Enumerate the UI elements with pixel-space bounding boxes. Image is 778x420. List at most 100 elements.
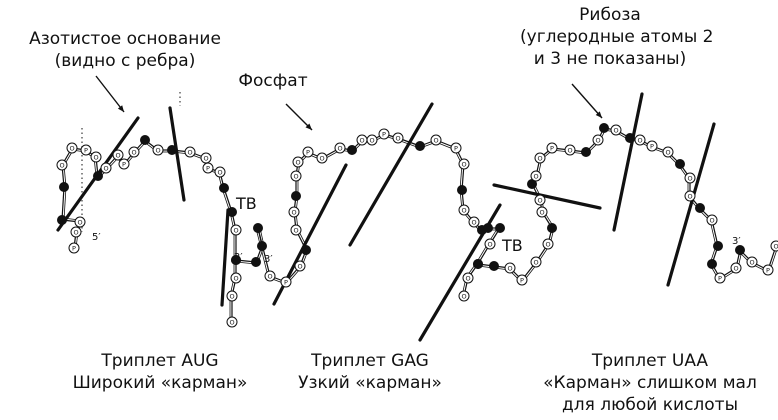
oxygen-glyph: O <box>537 197 542 205</box>
oxygen-glyph: O <box>595 137 600 145</box>
phosphate-glyph: P <box>718 275 722 283</box>
oxygen-glyph: O <box>291 209 296 217</box>
oxygen-glyph: O <box>233 275 238 283</box>
carbon-atom <box>251 257 261 267</box>
base-bar <box>220 208 230 307</box>
carbon-atom <box>489 261 499 271</box>
carbon-atom <box>57 215 67 225</box>
oxygen-atom <box>458 158 470 170</box>
oxygen-glyph: O <box>319 155 324 163</box>
oxygen-glyph: O <box>465 275 470 283</box>
carbon-atom <box>415 141 425 151</box>
carbon-atom <box>59 182 69 192</box>
phosphate-glyph: P <box>284 279 288 287</box>
oxygen-glyph: O <box>295 159 300 167</box>
oxygen-atom <box>770 240 778 252</box>
oxygen-glyph: O <box>539 209 544 217</box>
oxygen-glyph: O <box>229 319 234 327</box>
oxygen-atom <box>684 172 696 184</box>
carbon-atom <box>707 259 717 269</box>
carbon-atom <box>527 179 537 189</box>
caption-aug-line2: Широкий «карман» <box>72 373 248 393</box>
backbone-bond <box>257 227 271 277</box>
oxygen-glyph: O <box>749 259 754 267</box>
ribose-label-line2: (углеродные атомы 2 <box>520 27 714 47</box>
oxygen-atom <box>592 134 604 146</box>
oxygen-glyph: O <box>187 149 192 157</box>
prime-3-label-b: 3′ <box>732 236 741 247</box>
base-label: Азотистое основание (видно с ребра) <box>0 28 250 72</box>
carbon-atom <box>257 241 267 251</box>
phosphate-glyph: P <box>122 161 126 169</box>
oxygen-atom <box>468 216 480 228</box>
oxygen-atom <box>226 316 238 328</box>
backbone-bond-edge <box>255 228 269 277</box>
oxygen-glyph: O <box>293 173 298 181</box>
oxygen-atom <box>746 256 758 268</box>
phosphate-atom <box>516 274 528 286</box>
oxygen-glyph: O <box>545 241 550 249</box>
base-bar <box>492 183 602 210</box>
carbon-atom <box>547 223 557 233</box>
oxygen-glyph: O <box>533 173 538 181</box>
phosphate-glyph: P <box>650 143 654 151</box>
oxygen-glyph: O <box>487 241 492 249</box>
oxygen-atom <box>70 226 82 238</box>
oxygen-glyph: O <box>507 265 512 273</box>
oxygen-glyph: O <box>103 165 108 173</box>
phosphate-atom <box>80 144 92 156</box>
carbon-atom <box>231 255 241 265</box>
caption-uaa-line1: Триплет UAA <box>591 351 709 371</box>
carbon-atom <box>599 123 609 133</box>
phosphate-glyph: P <box>520 277 524 285</box>
oxygen-atom <box>294 260 306 272</box>
phosphate-glyph: P <box>306 149 310 157</box>
oxygen-atom <box>100 162 112 174</box>
caption-gag-line1: Триплет GAG <box>311 351 429 371</box>
phosphate-atom <box>378 128 390 140</box>
oxygen-glyph: O <box>687 175 692 183</box>
oxygen-atom <box>152 144 164 156</box>
phosphate-atom <box>546 142 558 154</box>
pointer-arrow-shaft <box>571 83 603 119</box>
oxygen-atom <box>90 151 102 163</box>
oxygen-atom <box>112 149 124 161</box>
phosphate-atom <box>450 142 462 154</box>
oxygen-atom <box>534 152 546 164</box>
carbon-atom <box>291 191 301 201</box>
carbon-atom <box>140 135 150 145</box>
carbon-atom <box>347 145 357 155</box>
prime-2-label: 2′ <box>234 252 243 263</box>
phosphate-glyph: P <box>84 147 88 155</box>
oxygen-glyph: O <box>155 147 160 155</box>
oxygen-atom <box>634 134 646 146</box>
oxygen-atom <box>226 290 238 302</box>
oxygen-atom <box>706 214 718 226</box>
oxygen-atom <box>534 194 546 206</box>
caption-aug-line1: Триплет AUG <box>101 351 219 371</box>
caption-uaa-line2: «Карман» слишком мал <box>543 373 757 393</box>
oxygen-glyph: O <box>217 169 222 177</box>
base-label-line2: (видно с ребра) <box>54 51 196 71</box>
base-label-line1: Азотистое основание <box>29 29 221 49</box>
oxygen-glyph: O <box>533 259 538 267</box>
ribose-label: Рибоза (углеродные атомы 2 и 3 не показа… <box>520 4 714 70</box>
phosphate-atom <box>202 162 214 174</box>
caption-aug: Триплет AUG Широкий «карман» <box>60 350 260 394</box>
carbon-atom <box>253 223 263 233</box>
oxygen-atom <box>66 142 78 154</box>
carbon-atom <box>483 223 493 233</box>
phosphate-glyph: P <box>550 145 554 153</box>
carbon-atom <box>167 145 177 155</box>
caption-uaa: Триплет UAA «Карман» слишком мал для люб… <box>540 350 760 416</box>
oxygen-glyph: O <box>461 293 466 301</box>
oxygen-glyph: O <box>395 135 400 143</box>
oxygen-atom <box>542 238 554 250</box>
oxygen-atom <box>128 146 140 158</box>
carbon-atom <box>301 245 311 255</box>
oxygen-atom <box>264 270 276 282</box>
pointer-arrows <box>95 75 603 131</box>
oxygen-glyph: O <box>59 162 64 170</box>
